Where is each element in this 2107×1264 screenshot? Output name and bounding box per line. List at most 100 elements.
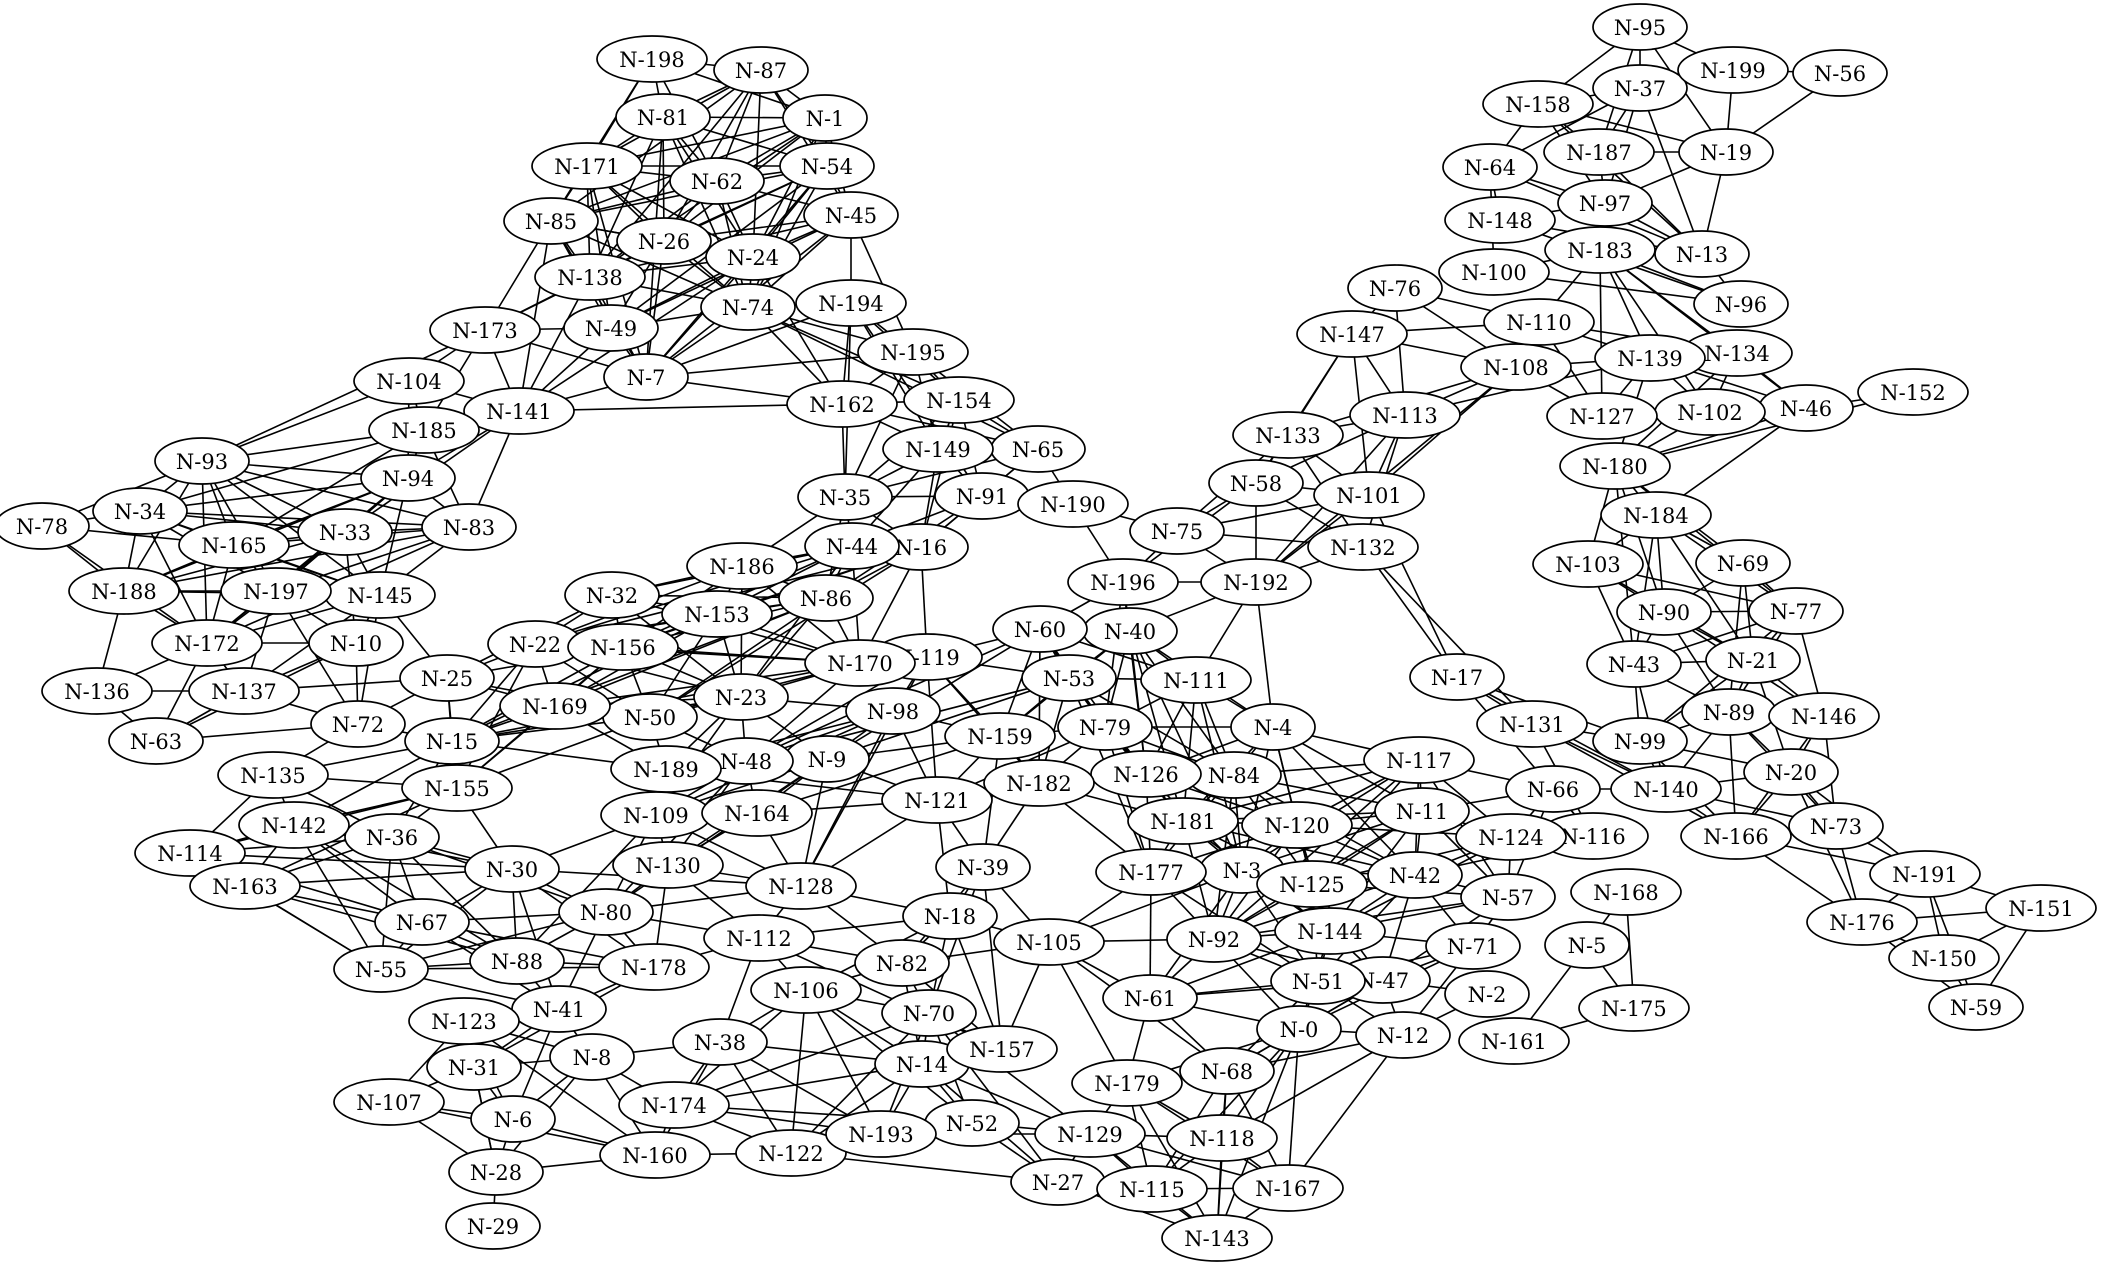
graph-node: N-195: [857, 328, 969, 376]
node-ellipse: [845, 687, 941, 735]
node-ellipse: [803, 191, 899, 239]
node-label: N-183: [1567, 239, 1633, 263]
node-label: N-145: [347, 584, 413, 608]
node-ellipse: [401, 764, 513, 812]
graph-node: N-37: [1592, 64, 1688, 112]
graph-node: N-32: [564, 571, 660, 619]
node-ellipse: [1127, 797, 1239, 845]
node-ellipse: [353, 357, 465, 405]
node-ellipse: [1034, 1110, 1146, 1158]
graph-edge: [740, 545, 853, 698]
node-label: N-63: [130, 730, 182, 754]
node-ellipse: [857, 328, 969, 376]
graph-edge: [1614, 391, 1914, 467]
node-label: N-38: [694, 1031, 746, 1055]
graph-node: N-27: [1010, 1158, 1106, 1206]
node-ellipse: [1705, 636, 1801, 684]
node-label: N-84: [1208, 764, 1260, 788]
graph-node: N-133: [1232, 411, 1344, 459]
graph-node: N-82: [854, 939, 950, 987]
graph-node: N-59: [1928, 983, 2024, 1031]
graph-edge: [805, 989, 882, 1135]
graph-node: N-81: [615, 93, 711, 141]
node-label: N-177: [1118, 861, 1184, 885]
node-ellipse: [408, 997, 520, 1045]
graph-node: N-20: [1743, 748, 1839, 796]
graph-node: N-97: [1557, 179, 1653, 227]
graph-edge: [790, 989, 807, 1154]
graph-node: N-154: [903, 376, 1015, 424]
node-label: N-190: [1040, 493, 1106, 517]
graph-edge: [1639, 87, 1703, 255]
node-label: N-10: [330, 632, 382, 656]
node-label: N-120: [1264, 814, 1330, 838]
node-label: N-94: [382, 467, 434, 491]
graph-node: N-127: [1546, 392, 1658, 440]
node-label: N-166: [1703, 825, 1769, 849]
node-ellipse: [220, 567, 332, 615]
node-label: N-97: [1579, 192, 1631, 216]
graph-node: N-4: [1230, 703, 1316, 751]
graph-edge: [1368, 494, 1458, 678]
node-ellipse: [1482, 80, 1594, 128]
node-label: N-99: [1614, 730, 1666, 754]
node-label: N-37: [1614, 77, 1666, 101]
graph-node: N-179: [1071, 1059, 1183, 1107]
node-label: N-122: [758, 1142, 824, 1166]
node-label: N-87: [735, 59, 787, 83]
graph-node: N-72: [310, 700, 406, 748]
node-ellipse: [1166, 915, 1262, 963]
graph-edge: [1255, 581, 1274, 728]
node-ellipse: [1017, 480, 1129, 528]
node-label: N-151: [2008, 897, 2074, 921]
graph-node: N-142: [238, 801, 350, 849]
graph-node: N-114: [134, 829, 246, 877]
graph-node: N-126: [1090, 750, 1202, 798]
graph-node: N-94: [360, 454, 456, 502]
graph-node: N-45: [803, 191, 899, 239]
node-ellipse: [1678, 128, 1774, 176]
graph-edge: [1287, 1028, 1300, 1189]
node-ellipse: [615, 93, 711, 141]
node-ellipse: [189, 862, 301, 910]
node-label: N-170: [827, 652, 893, 676]
graph-edge: [1728, 562, 1744, 713]
graph-node: N-168: [1570, 868, 1682, 916]
graph-node: N-115: [1096, 1165, 1208, 1213]
node-label: N-15: [426, 730, 478, 754]
node-ellipse: [903, 376, 1015, 424]
node-ellipse: [1578, 984, 1690, 1032]
graph-node: N-104: [353, 357, 465, 405]
graph-node: N-157: [946, 1025, 1058, 1073]
graph-edge: [826, 628, 1041, 760]
node-label: N-61: [1124, 987, 1176, 1011]
node-ellipse: [1460, 873, 1556, 921]
node-ellipse: [618, 1081, 730, 1129]
node-ellipse: [1594, 334, 1706, 382]
graph-node: N-57: [1460, 873, 1556, 921]
node-label: N-152: [1880, 381, 1946, 405]
node-ellipse: [92, 487, 188, 535]
node-label: N-104: [376, 370, 442, 394]
graph-edge: [752, 117, 826, 258]
graph-edge: [1039, 628, 1147, 775]
node-ellipse: [993, 918, 1105, 966]
node-label: N-182: [1006, 772, 1072, 796]
node-ellipse: [1067, 558, 1179, 606]
node-label: N-90: [1638, 601, 1690, 625]
node-ellipse: [616, 217, 712, 265]
node-ellipse: [41, 667, 153, 715]
graph-node: N-36: [344, 813, 440, 861]
graph-node: N-170: [804, 639, 916, 687]
node-label: N-41: [533, 998, 585, 1022]
graph-node: N-33: [297, 508, 393, 556]
node-label: N-159: [967, 725, 1033, 749]
graph-node: N-58: [1208, 459, 1304, 507]
graph-node: N-135: [217, 751, 329, 799]
graph-edge: [123, 526, 470, 592]
node-ellipse: [1374, 787, 1470, 835]
node-ellipse: [1543, 128, 1655, 176]
node-ellipse: [1442, 143, 1538, 191]
node-label: N-14: [896, 1053, 948, 1077]
graph-node: N-181: [1127, 797, 1239, 845]
